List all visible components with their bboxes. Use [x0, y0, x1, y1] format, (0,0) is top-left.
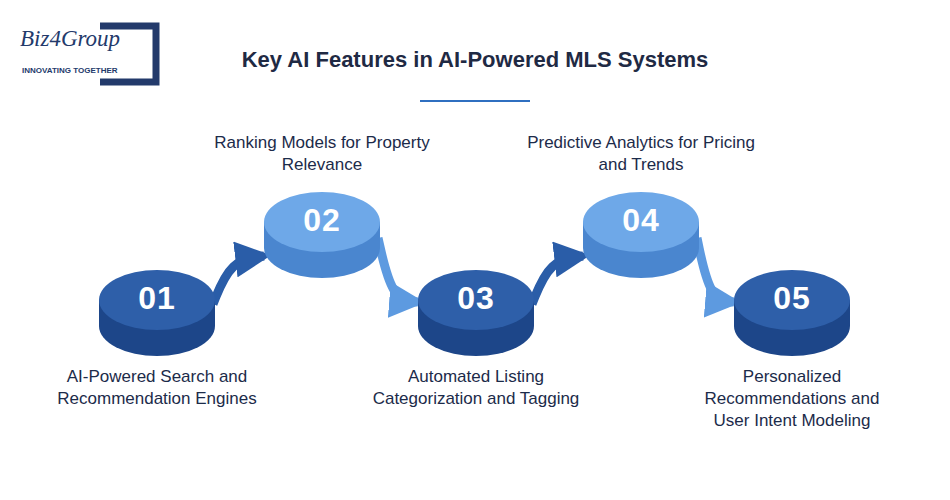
diagram-title: Key AI Features in AI-Powered MLS System… — [0, 47, 950, 73]
curved-arrow — [378, 238, 418, 302]
step-caption: Predictive Analytics for Pricing and Tre… — [521, 132, 761, 176]
step-caption: Automated Listing Categorization and Tag… — [351, 366, 601, 410]
curved-arrow — [697, 238, 734, 302]
step-number: 01 — [97, 280, 217, 317]
step-caption: Ranking Models for Property Relevance — [207, 132, 437, 176]
number-disc: 05Personalized Recommendations and User … — [732, 266, 852, 358]
number-disc: 04Predictive Analytics for Pricing and T… — [581, 188, 701, 280]
step-caption: AI-Powered Search and Recommendation Eng… — [32, 366, 282, 410]
logo-text: INNOVATING TOGETHER — [22, 66, 118, 75]
number-disc: 03Automated Listing Categorization and T… — [416, 266, 536, 358]
number-disc: 02Ranking Models for Property Relevance — [262, 188, 382, 280]
step-number: 02 — [262, 202, 382, 239]
curved-arrow — [532, 256, 583, 304]
number-disc: 01AI-Powered Search and Recommendation E… — [97, 266, 217, 358]
step-number: 03 — [416, 280, 536, 317]
step-number: 05 — [732, 280, 852, 317]
step-number: 04 — [581, 202, 701, 239]
step-caption: Personalized Recommendations and User In… — [692, 366, 892, 432]
title-underline — [420, 100, 530, 102]
logo-text: Biz4Group — [20, 26, 120, 52]
curved-arrow — [213, 256, 264, 304]
